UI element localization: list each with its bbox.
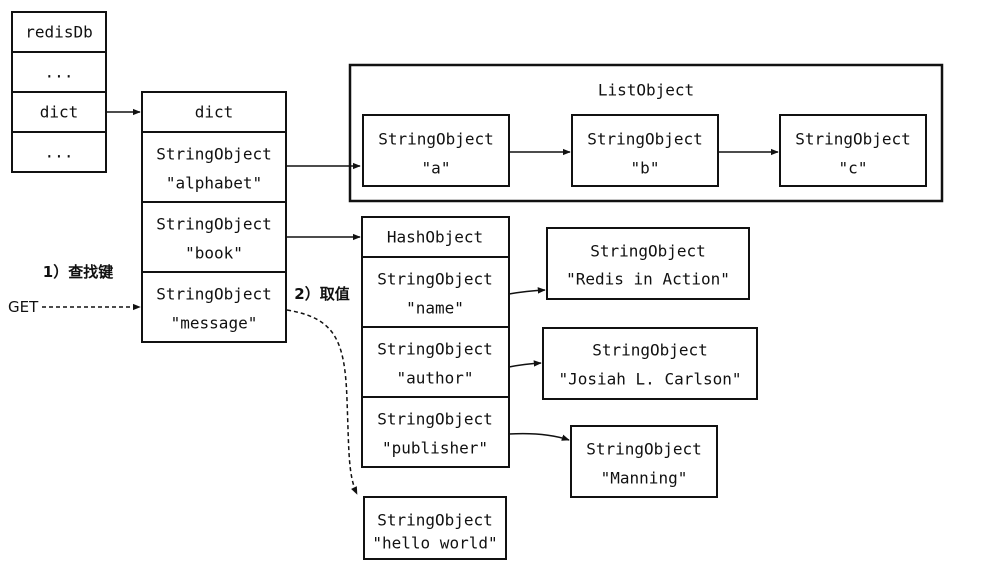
hash-value-manning-type: StringObject (586, 440, 702, 459)
list-item-b-type: StringObject (587, 130, 703, 149)
list-item-c-type: StringObject (795, 130, 911, 149)
connectors (42, 108, 779, 495)
redisdb-dict-label: dict (40, 103, 79, 122)
hash-value-redis-in-action-value: "Redis in Action" (566, 270, 730, 289)
redisdb-table: redisDb ... dict ... (11, 11, 107, 173)
dict-key-alphabet-value: "alphabet" (166, 174, 262, 193)
arrow-message-fetch-value (286, 309, 358, 495)
message-value-type: StringObject (377, 511, 493, 530)
dict-table: dict StringObject "alphabet" StringObjec… (141, 91, 287, 343)
message-value-value: "hello world" (372, 534, 497, 553)
hash-field-name-type: StringObject (377, 270, 493, 289)
list-object-title: ListObject (598, 81, 694, 100)
list-object-frame (348, 63, 944, 203)
hash-value-josiah-carlson-type: StringObject (592, 341, 708, 360)
step1-label: 1）查找键 (43, 263, 113, 281)
dict-key-message-type: StringObject (156, 285, 272, 304)
hash-value-manning-value: "Manning" (601, 469, 688, 488)
hash-value-manning-cell (570, 425, 718, 498)
get-command-label: GET (8, 298, 39, 316)
list-item-c-cell (779, 114, 927, 187)
hash-values: StringObject "Redis in Action" StringObj… (542, 227, 758, 498)
dict-header: dict (195, 103, 234, 122)
list-item-a-type: StringObject (378, 130, 494, 149)
hash-field-name-value: "name" (406, 299, 464, 318)
hash-value-redis-in-action-type: StringObject (590, 242, 706, 261)
message-value-cell (363, 496, 507, 560)
arrow-publisher-to-value (508, 432, 570, 441)
redisdb-title-cell (11, 11, 107, 53)
hash-object-header: HashObject (387, 228, 483, 247)
hash-field-publisher-value: "publisher" (382, 439, 488, 458)
hash-field-author-value: "author" (396, 369, 473, 388)
list-item-a-cell (362, 114, 510, 187)
hash-value-josiah-carlson-cell (542, 327, 758, 400)
hash-value-redis-in-action-cell (546, 227, 750, 300)
dict-key-alphabet-type: StringObject (156, 145, 272, 164)
dict-key-message-value: "message" (171, 314, 258, 333)
dict-key-message-cell (141, 271, 287, 343)
dict-key-book-type: StringObject (156, 215, 272, 234)
hash-field-author-type: StringObject (377, 340, 493, 359)
hash-field-author-cell (361, 326, 510, 398)
list-item-b-value: "b" (631, 159, 660, 178)
hash-object-header-cell (361, 216, 510, 258)
hash-object: HashObject StringObject "name" StringObj… (361, 216, 510, 468)
redisdb-ellipsis-top: ... (45, 63, 74, 82)
dict-key-alphabet-cell (141, 131, 287, 203)
list-item-b-cell (571, 114, 719, 187)
message-value: StringObject "hello world" (363, 496, 507, 560)
redisdb-title: redisDb (25, 23, 92, 42)
list-object: ListObject StringObject "a" StringObject… (348, 63, 944, 203)
annotations: 1）查找键 2）取值 GET (8, 263, 350, 316)
list-item-c-value: "c" (839, 159, 868, 178)
hash-field-publisher-cell (361, 396, 510, 468)
hash-field-publisher-type: StringObject (377, 410, 493, 429)
arrow-author-to-value (508, 360, 542, 368)
arrow-name-to-value (508, 287, 546, 295)
redisdb-ellipsis-bottom-cell (11, 131, 107, 173)
redisdb-ellipsis-bottom: ... (45, 143, 74, 162)
hash-value-josiah-carlson-value: "Josiah L. Carlson" (558, 370, 741, 389)
step2-label: 2）取值 (294, 285, 349, 303)
list-item-a-value: "a" (422, 159, 451, 178)
dict-key-book-value: "book" (185, 244, 243, 263)
